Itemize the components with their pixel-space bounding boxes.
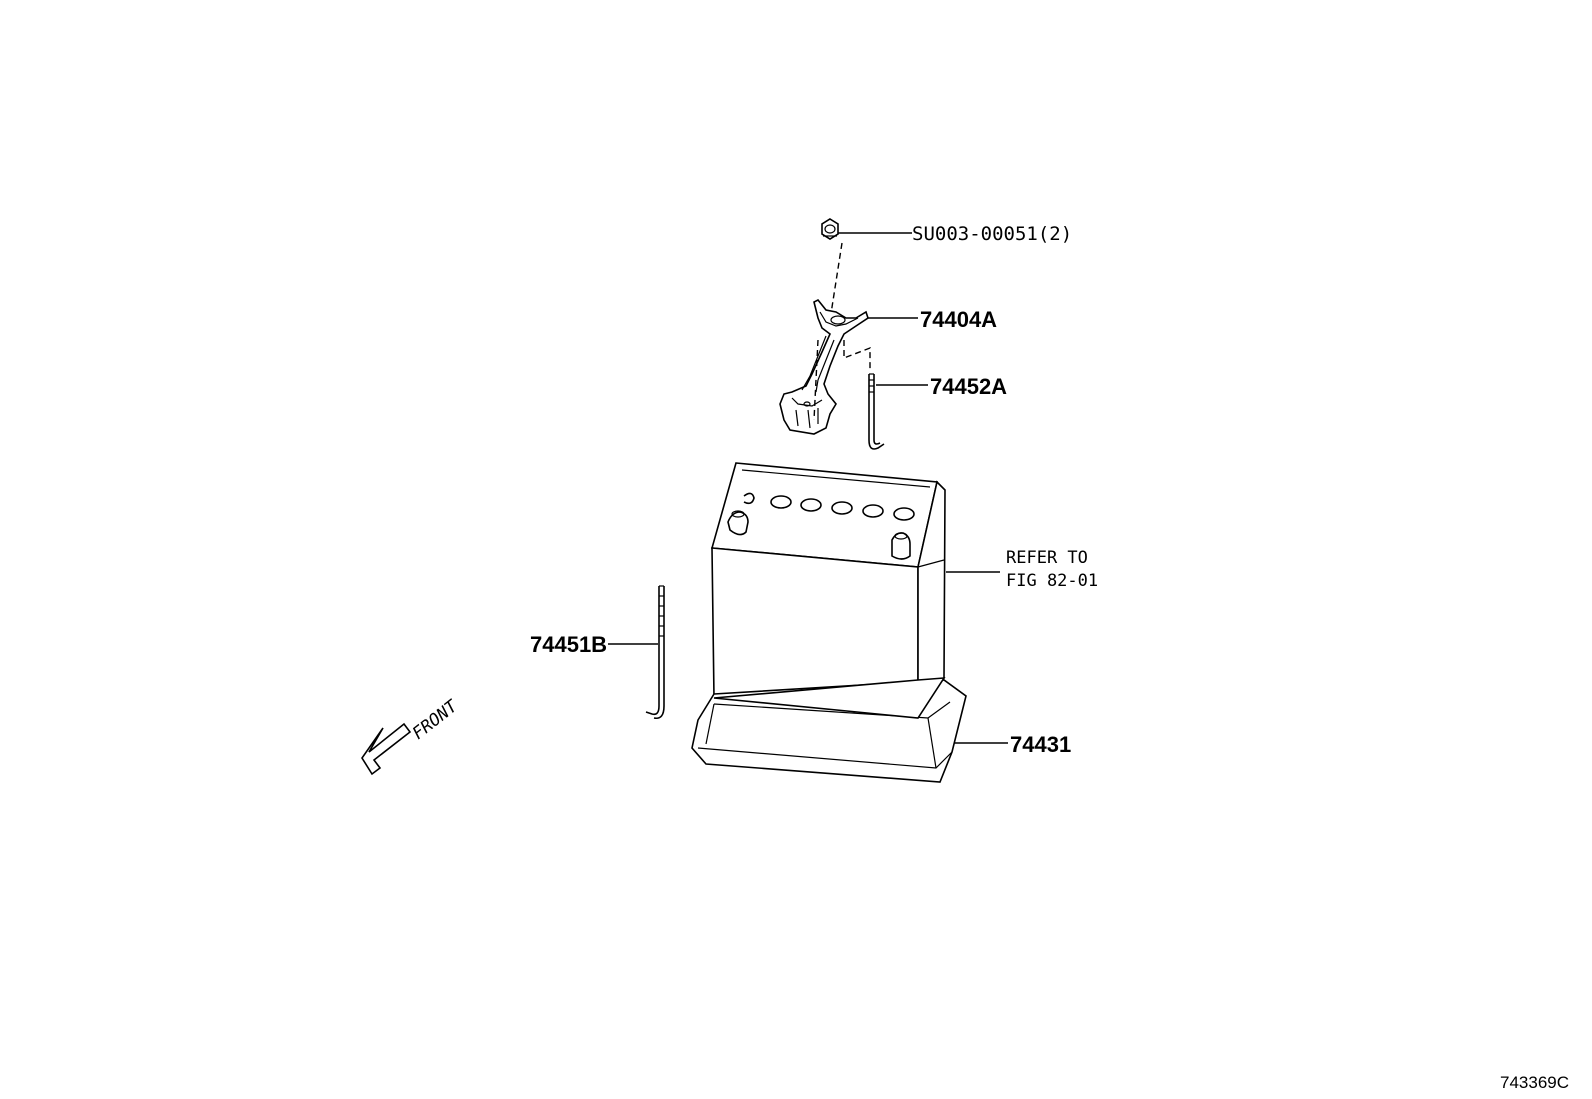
rod-right-part-label: 74452A	[930, 374, 1007, 399]
clamp-part-label: 74404A	[920, 307, 997, 332]
tray-part-label: 74431	[1010, 732, 1071, 757]
tray-part	[691, 677, 967, 783]
rod-left-part-label: 74451B	[530, 632, 607, 657]
rod-right-part	[868, 373, 885, 450]
clamp-center-dashed-line	[813, 339, 819, 421]
clamp-part	[779, 298, 869, 435]
nut-part	[821, 218, 839, 240]
battery-ref-line-2: FIG 82-01	[1006, 571, 1098, 591]
front-direction-label: FRONT	[409, 696, 463, 744]
figure-id: 743369C	[1500, 1073, 1569, 1092]
nut-assembly-line	[829, 242, 843, 321]
front-direction-arrow	[361, 722, 412, 776]
rod-left-part	[645, 585, 665, 720]
clamp-to-rod-assembly-line	[843, 340, 871, 372]
battery-part	[710, 462, 946, 721]
battery-ref-line-1: REFER TO	[1006, 548, 1088, 568]
nut-part-label: SU003-00051(2)	[912, 223, 1072, 245]
